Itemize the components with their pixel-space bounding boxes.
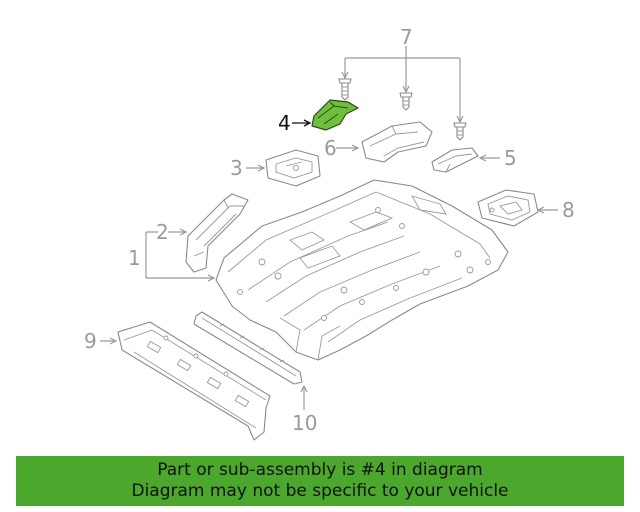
callout-4: 4: [278, 111, 291, 135]
part-1-floor-pan: [215, 179, 509, 361]
callout-10: 10: [292, 411, 317, 435]
part-4-highlighted: [311, 99, 359, 131]
callout-8: 8: [562, 198, 575, 222]
bolt-group-7: [338, 78, 467, 141]
bolt-3: [453, 122, 467, 141]
part-8: [477, 189, 539, 227]
callout-1: 1: [128, 246, 141, 270]
callout-3: 3: [230, 156, 243, 180]
part-10: [193, 311, 303, 385]
callout-2: 2: [156, 220, 169, 244]
callout-5: 5: [504, 146, 517, 170]
banner-line-2: Diagram may not be specific to your vehi…: [131, 481, 509, 501]
part-4-shape: [311, 99, 359, 131]
bolt-1: [338, 78, 352, 101]
callout-6: 6: [324, 136, 337, 160]
leader-lines: [100, 46, 558, 410]
callout-9: 9: [84, 329, 97, 353]
info-banner: Part or sub-assembly is #4 in diagram Di…: [16, 456, 624, 506]
banner-line-1: Part or sub-assembly is #4 in diagram: [157, 460, 483, 480]
part-3: [265, 149, 321, 187]
callout-7: 7: [400, 25, 413, 49]
part-9: [117, 321, 271, 441]
bolt-2: [399, 92, 413, 111]
part-6: [361, 121, 433, 163]
part-5: [431, 147, 479, 173]
parts-diagram: 7 4 6 5 3 8 2 1 9 10: [84, 25, 575, 441]
part-2: [185, 193, 249, 273]
